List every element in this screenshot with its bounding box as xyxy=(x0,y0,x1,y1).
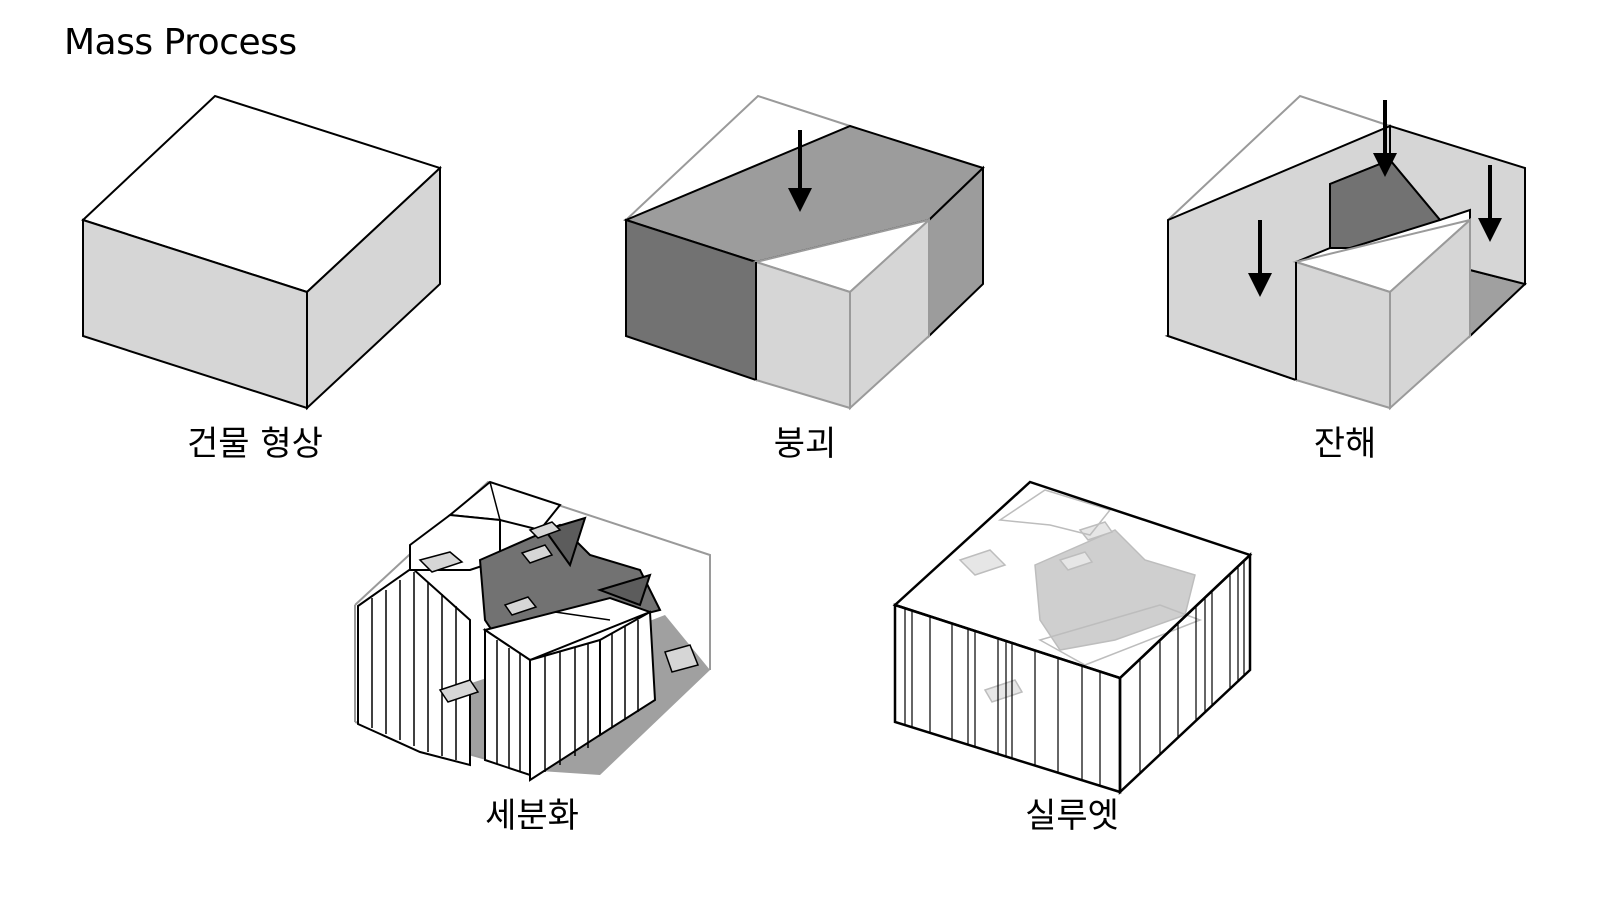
stage-label-silhouette: 실루엣 xyxy=(1025,796,1119,836)
panel-edge xyxy=(554,611,611,621)
stage-label-collapse: 붕괴 xyxy=(774,424,837,464)
dark-triangle-panel xyxy=(596,573,652,607)
stage-label-building-shape: 건물 형상 xyxy=(187,424,323,464)
silhouette-right-face xyxy=(1118,552,1252,795)
stage-collapse: 붕괴 xyxy=(623,94,985,464)
front-block-right-face xyxy=(849,217,930,411)
ghost-outline xyxy=(625,94,851,221)
box-right-face xyxy=(306,165,441,411)
stripe-lines xyxy=(496,620,639,772)
stage-debris: 잔해 xyxy=(1164,94,1528,464)
front-block-right-face xyxy=(599,610,657,737)
front-block-right-face xyxy=(1389,217,1471,411)
stripe-lines xyxy=(371,572,457,760)
panel-edge xyxy=(489,481,501,521)
ghost-interior xyxy=(958,489,1203,703)
stripe-lines xyxy=(904,561,1245,786)
stage-label-subdivision: 세분화 xyxy=(485,796,579,836)
stage-subdivision: 세분화 xyxy=(354,480,711,836)
stage-silhouette: 실루엣 xyxy=(892,480,1253,836)
ghost-outline xyxy=(1167,94,1391,221)
page-title: Mass Process xyxy=(64,22,297,63)
stage-label-debris: 잔해 xyxy=(1314,424,1377,464)
stage-building-shape: 건물 형상 xyxy=(81,94,442,464)
